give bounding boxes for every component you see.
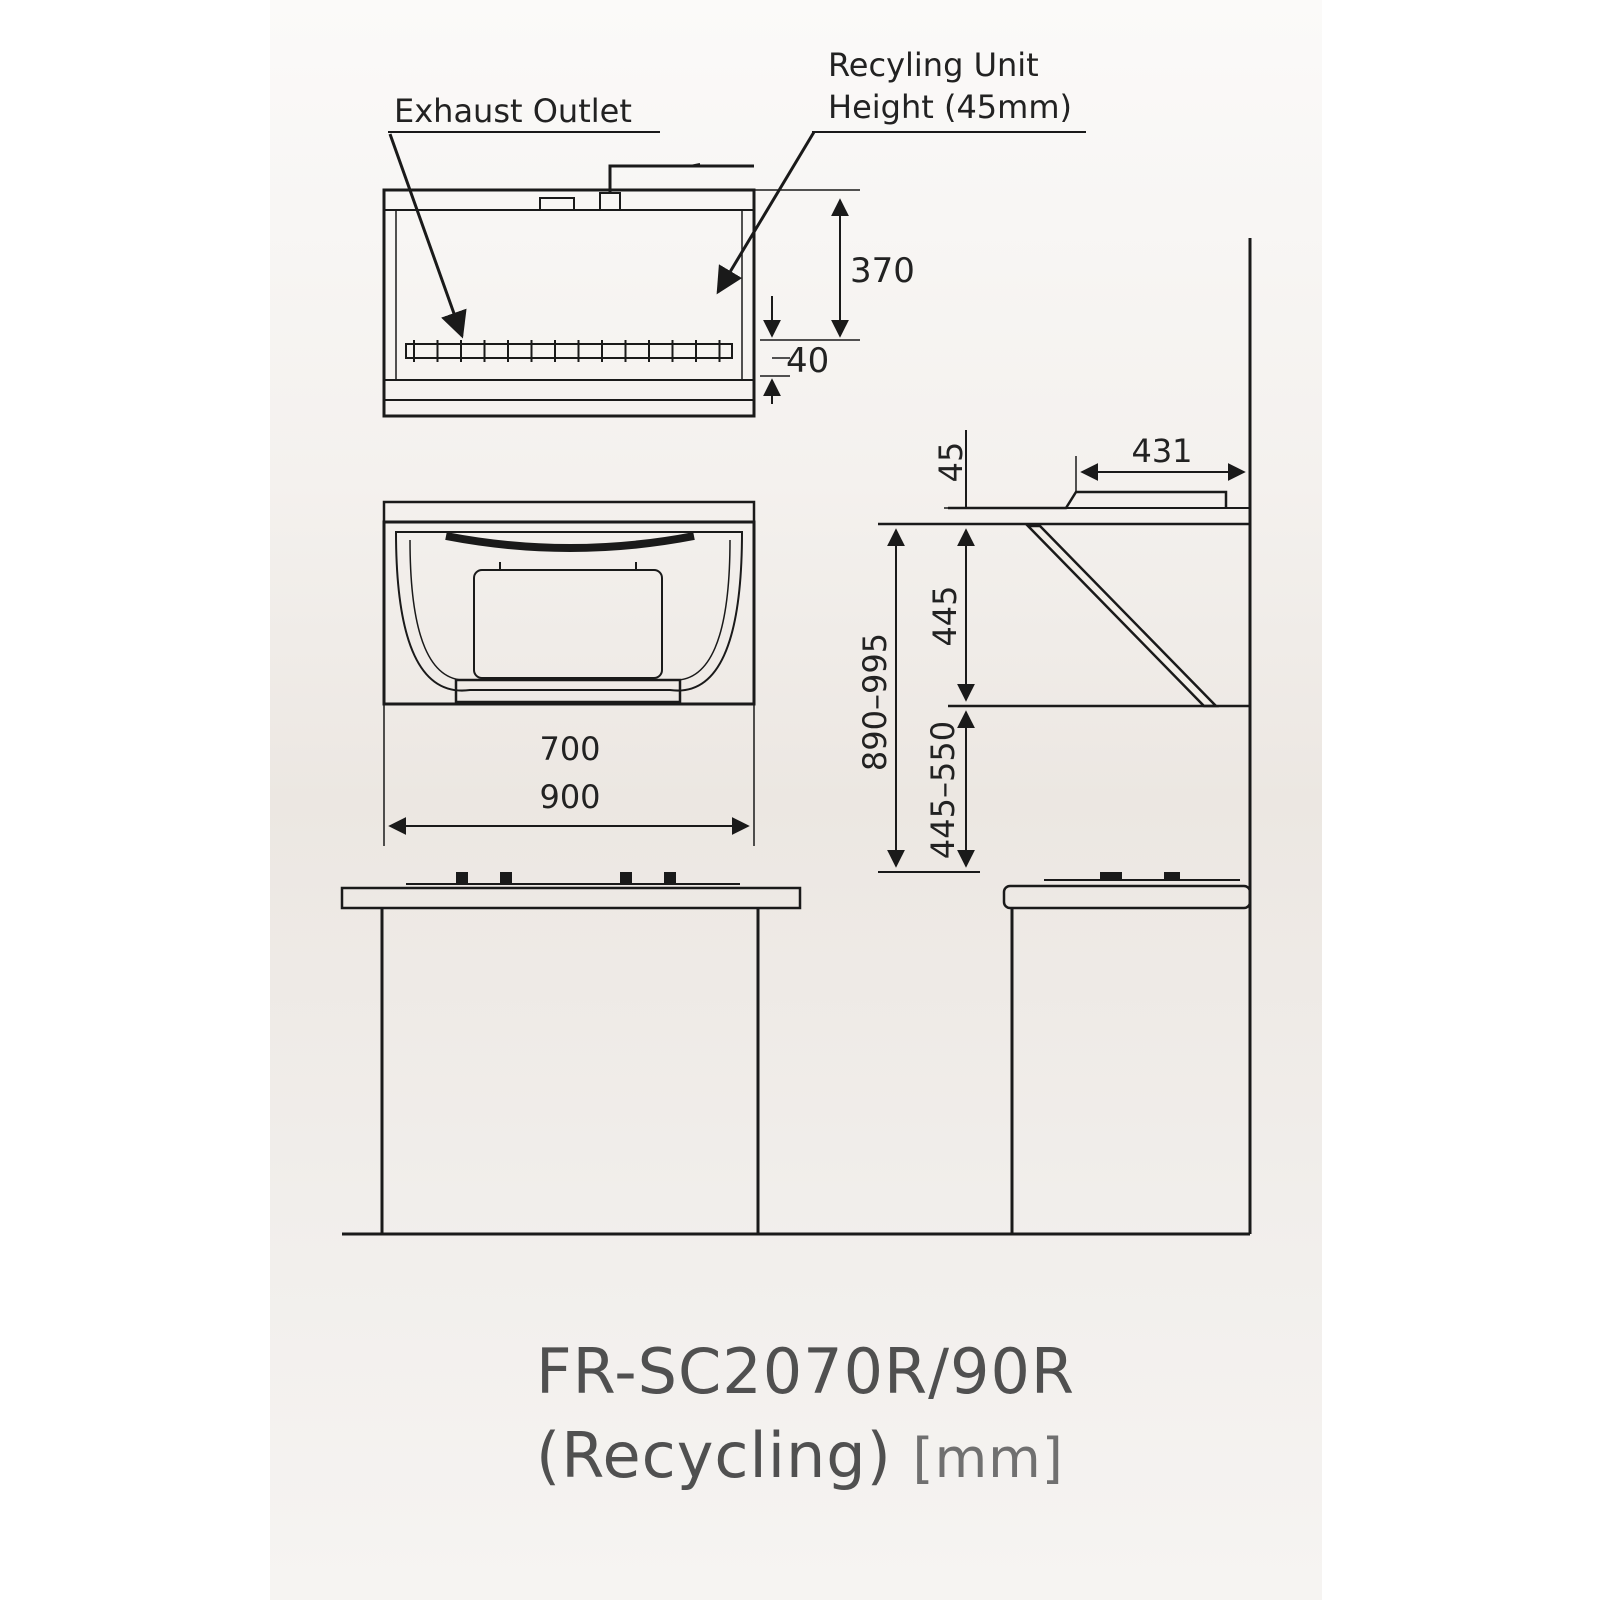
exhaust-outlet-label: Exhaust Outlet [394,92,632,130]
exhaust-grille [405,343,733,359]
dim-45-label: 45 [932,442,970,483]
exhaust-outlet-leader [388,133,467,339]
recycling-unit-leader [716,131,816,295]
dim-445-label: 445 [926,585,964,646]
model-title: FR-SC2070R/90R (Recycling) [mm] [536,1330,1075,1501]
side-countertop [1002,884,1252,910]
background-panel [270,0,1322,1600]
model-name: FR-SC2070R/90R [536,1335,1075,1408]
dim-431-label: 431 [1131,432,1192,470]
dim-700-label: 700 [539,730,600,768]
front-view-body [382,520,756,706]
dim-370-label: 370 [850,251,915,291]
dim-40-label: 40 [786,341,829,381]
top-view-body [382,188,756,418]
recycling-unit-label-2: Height (45mm) [828,88,1072,126]
front-cabinet [340,872,1250,1236]
dim-445-550-label: 445–550 [924,721,962,859]
hood-slope [1025,524,1219,708]
dim-890-995-label: 890–995 [856,633,894,771]
top-view: 370 40 Exhaust Outlet Recyling Unit Heig… [382,46,1086,418]
dim-900-label: 900 [539,778,600,816]
unit-label: [mm] [912,1427,1064,1490]
front-view: 700 900 [382,500,756,846]
model-type: (Recycling) [536,1419,892,1492]
recycling-unit-label-1: Recyling Unit [828,46,1039,84]
side-view: 45 431 445 445–550 890–995 [856,238,1252,1234]
front-countertop [340,886,802,910]
